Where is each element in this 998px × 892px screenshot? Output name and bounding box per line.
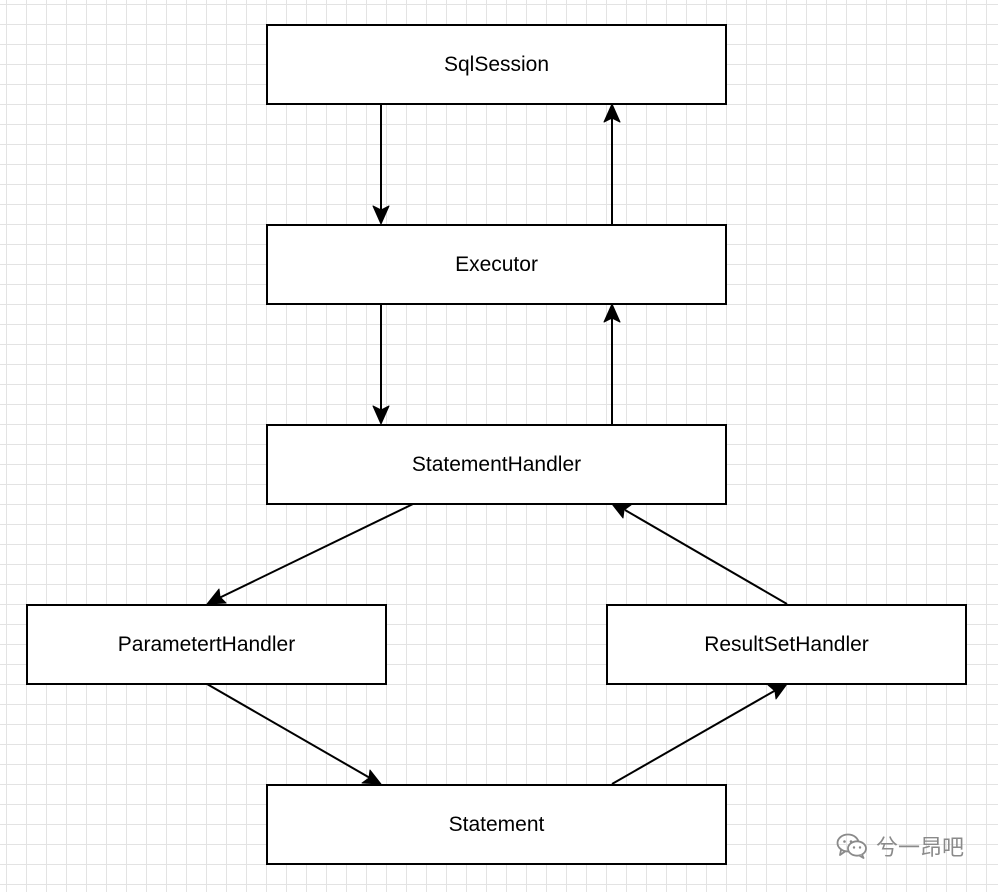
arrowhead-to-resultsethandler <box>767 683 788 700</box>
node-statement[interactable]: Statement <box>266 784 727 865</box>
node-sqlsession-label: SqlSession <box>443 52 550 76</box>
edge-parameterhandler-to-statement <box>206 683 371 779</box>
arrowhead-to-executor-up <box>603 303 621 323</box>
watermark-text: 兮一昂吧 <box>875 836 964 861</box>
node-parameterhandler[interactable]: ParametertHandler <box>26 604 387 685</box>
node-parameterhandler-label: ParametertHandler <box>117 632 296 656</box>
node-executor-label: Executor <box>455 252 538 276</box>
arrowhead-to-statement <box>361 769 382 785</box>
arrowhead-to-sqlsession <box>603 103 621 123</box>
node-sqlsession[interactable]: SqlSession <box>266 24 727 105</box>
node-resultsethandler[interactable]: ResultSetHandler <box>606 604 967 685</box>
edge-statement-to-resultsethandler <box>611 689 777 785</box>
arrowhead-to-parameterhandler <box>206 588 227 605</box>
edge-resultsethandler-to-statementhandler <box>624 509 788 605</box>
edge-statementhandler-to-parameterhandler <box>216 503 414 600</box>
arrowhead-to-statementhandler-down <box>372 405 390 425</box>
node-statement-label: Statement <box>448 812 545 836</box>
node-executor[interactable]: Executor <box>266 224 727 305</box>
node-statementhandler-label: StatementHandler <box>411 452 582 476</box>
watermark: 兮一昂吧 <box>836 830 964 862</box>
node-statementhandler[interactable]: StatementHandler <box>266 424 727 505</box>
node-resultsethandler-label: ResultSetHandler <box>704 632 869 656</box>
arrowhead-to-executor <box>372 205 390 225</box>
wechat-icon <box>836 833 868 859</box>
